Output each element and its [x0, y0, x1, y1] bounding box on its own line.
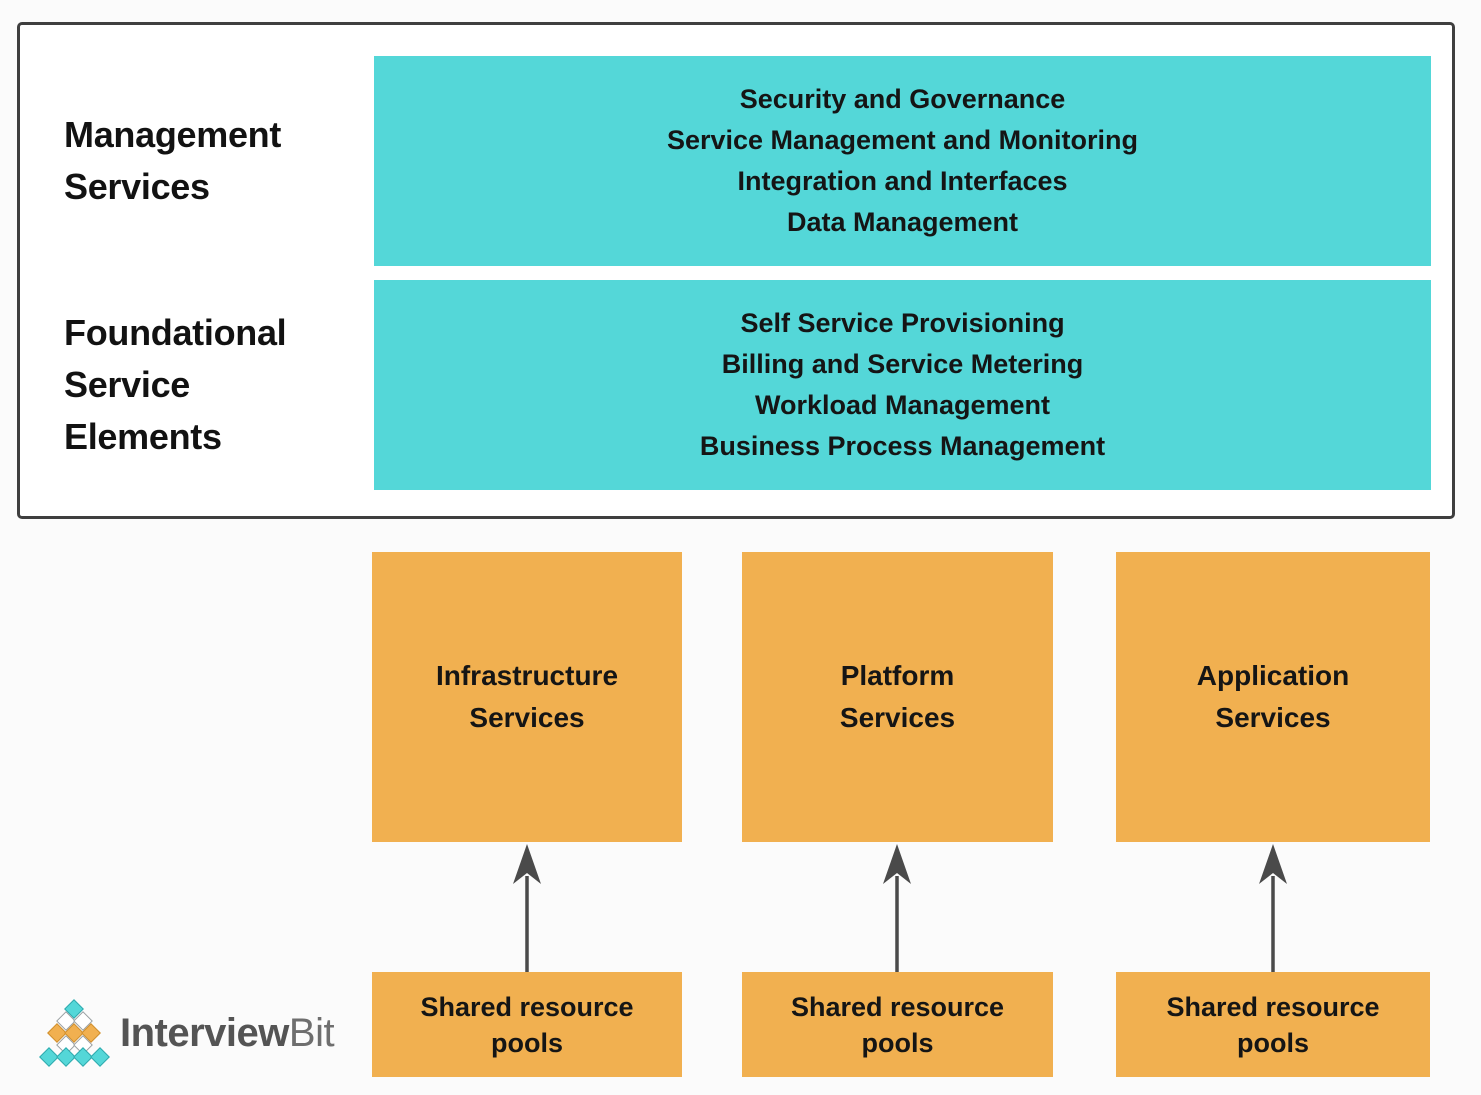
pool-label-line: pools: [491, 1027, 563, 1058]
label-line: Elements: [64, 416, 222, 457]
management-item: Integration and Interfaces: [737, 166, 1068, 196]
pool-label-line: pools: [861, 1027, 934, 1058]
foundational-item: Self Service Provisioning: [740, 308, 1065, 338]
foundational-service-elements-label: Foundational Service Elements: [64, 280, 364, 490]
foundational-item: Billing and Service Metering: [721, 349, 1084, 379]
management-services-box: Security and Governance Service Manageme…: [374, 56, 1431, 266]
service-label-line: Application: [1196, 660, 1350, 691]
shared-resource-pool-box: Shared resource pools: [372, 972, 682, 1077]
management-item: Security and Governance: [739, 84, 1066, 114]
up-arrow-icon: [513, 844, 541, 973]
logo-pyramid-icon: [38, 999, 110, 1067]
foundational-item: Workload Management: [754, 390, 1051, 420]
management-panel: Management Services Security and Governa…: [17, 22, 1455, 519]
up-arrow-icon: [1259, 844, 1287, 973]
logo-text-bit: Bit: [288, 1010, 335, 1055]
label-line: Services: [64, 166, 210, 207]
logo-text-interview: Interview: [120, 1010, 289, 1055]
service-label-line: Services: [469, 702, 585, 733]
service-label-line: Platform: [840, 660, 955, 691]
label-line: Service: [64, 364, 191, 405]
management-item: Data Management: [786, 207, 1019, 237]
logo-wordmark: InterviewBit: [120, 1010, 335, 1056]
application-services-box: Application Services: [1116, 552, 1430, 842]
label-line: Foundational: [64, 312, 287, 353]
label-line: Management: [64, 114, 282, 155]
service-label-line: Services: [839, 702, 956, 733]
pool-label-line: Shared resource: [420, 991, 634, 1022]
service-label-line: Services: [1215, 702, 1331, 733]
foundational-service-elements-box: Self Service Provisioning Billing and Se…: [374, 280, 1431, 490]
interviewbit-logo: InterviewBit: [38, 998, 335, 1068]
service-label-line: Infrastructure: [435, 660, 619, 691]
platform-services-box: Platform Services: [742, 552, 1053, 842]
pool-label-line: Shared resource: [790, 991, 1005, 1022]
pool-label-line: pools: [1237, 1027, 1309, 1058]
up-arrow-icon: [883, 844, 911, 973]
management-services-label: Management Services: [64, 56, 364, 266]
infrastructure-services-box: Infrastructure Services: [372, 552, 682, 842]
shared-resource-pool-box: Shared resource pools: [742, 972, 1053, 1077]
pool-label-line: Shared resource: [1166, 991, 1380, 1022]
management-item: Service Management and Monitoring: [666, 125, 1139, 155]
foundational-item: Business Process Management: [699, 431, 1106, 461]
shared-resource-pool-box: Shared resource pools: [1116, 972, 1430, 1077]
